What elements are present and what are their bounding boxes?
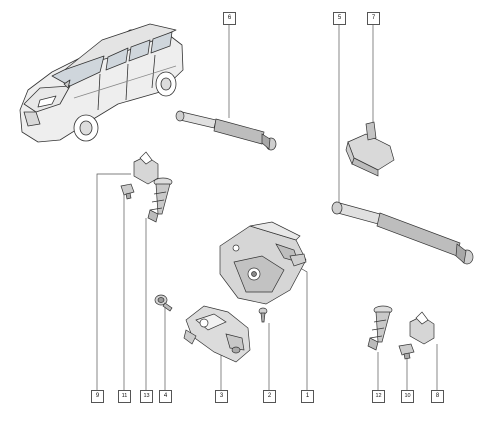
callout-3: 3 xyxy=(215,390,228,403)
tailgate-lock-1 xyxy=(219,221,307,305)
leader-9 xyxy=(96,173,131,390)
callout-11: 11 xyxy=(118,390,131,403)
washer-11 xyxy=(120,183,135,200)
callout-13: 13 xyxy=(140,390,153,403)
callout-2: 2 xyxy=(263,390,276,403)
callout-4: 4 xyxy=(159,390,172,403)
callout-7: 7 xyxy=(367,12,380,25)
bolt-4 xyxy=(154,294,173,312)
switch-unit-7 xyxy=(345,121,395,177)
gas-strut-6 xyxy=(175,110,277,151)
push-pin-12 xyxy=(367,305,393,351)
callout-5: 5 xyxy=(333,12,346,25)
clip-8 xyxy=(409,311,435,345)
screw-2 xyxy=(258,307,268,323)
washer-10 xyxy=(398,343,415,360)
car-illustration xyxy=(19,23,184,143)
callout-9: 9 xyxy=(91,390,104,403)
callout-1: 1 xyxy=(301,390,314,403)
bracket-3 xyxy=(183,305,251,363)
clip-9 xyxy=(133,151,159,185)
callout-8: 8 xyxy=(431,390,444,403)
push-pin-13 xyxy=(147,177,173,223)
callout-12: 12 xyxy=(372,390,385,403)
callout-6: 6 xyxy=(223,12,236,25)
gas-strut-5 xyxy=(331,201,474,265)
callout-10: 10 xyxy=(401,390,414,403)
